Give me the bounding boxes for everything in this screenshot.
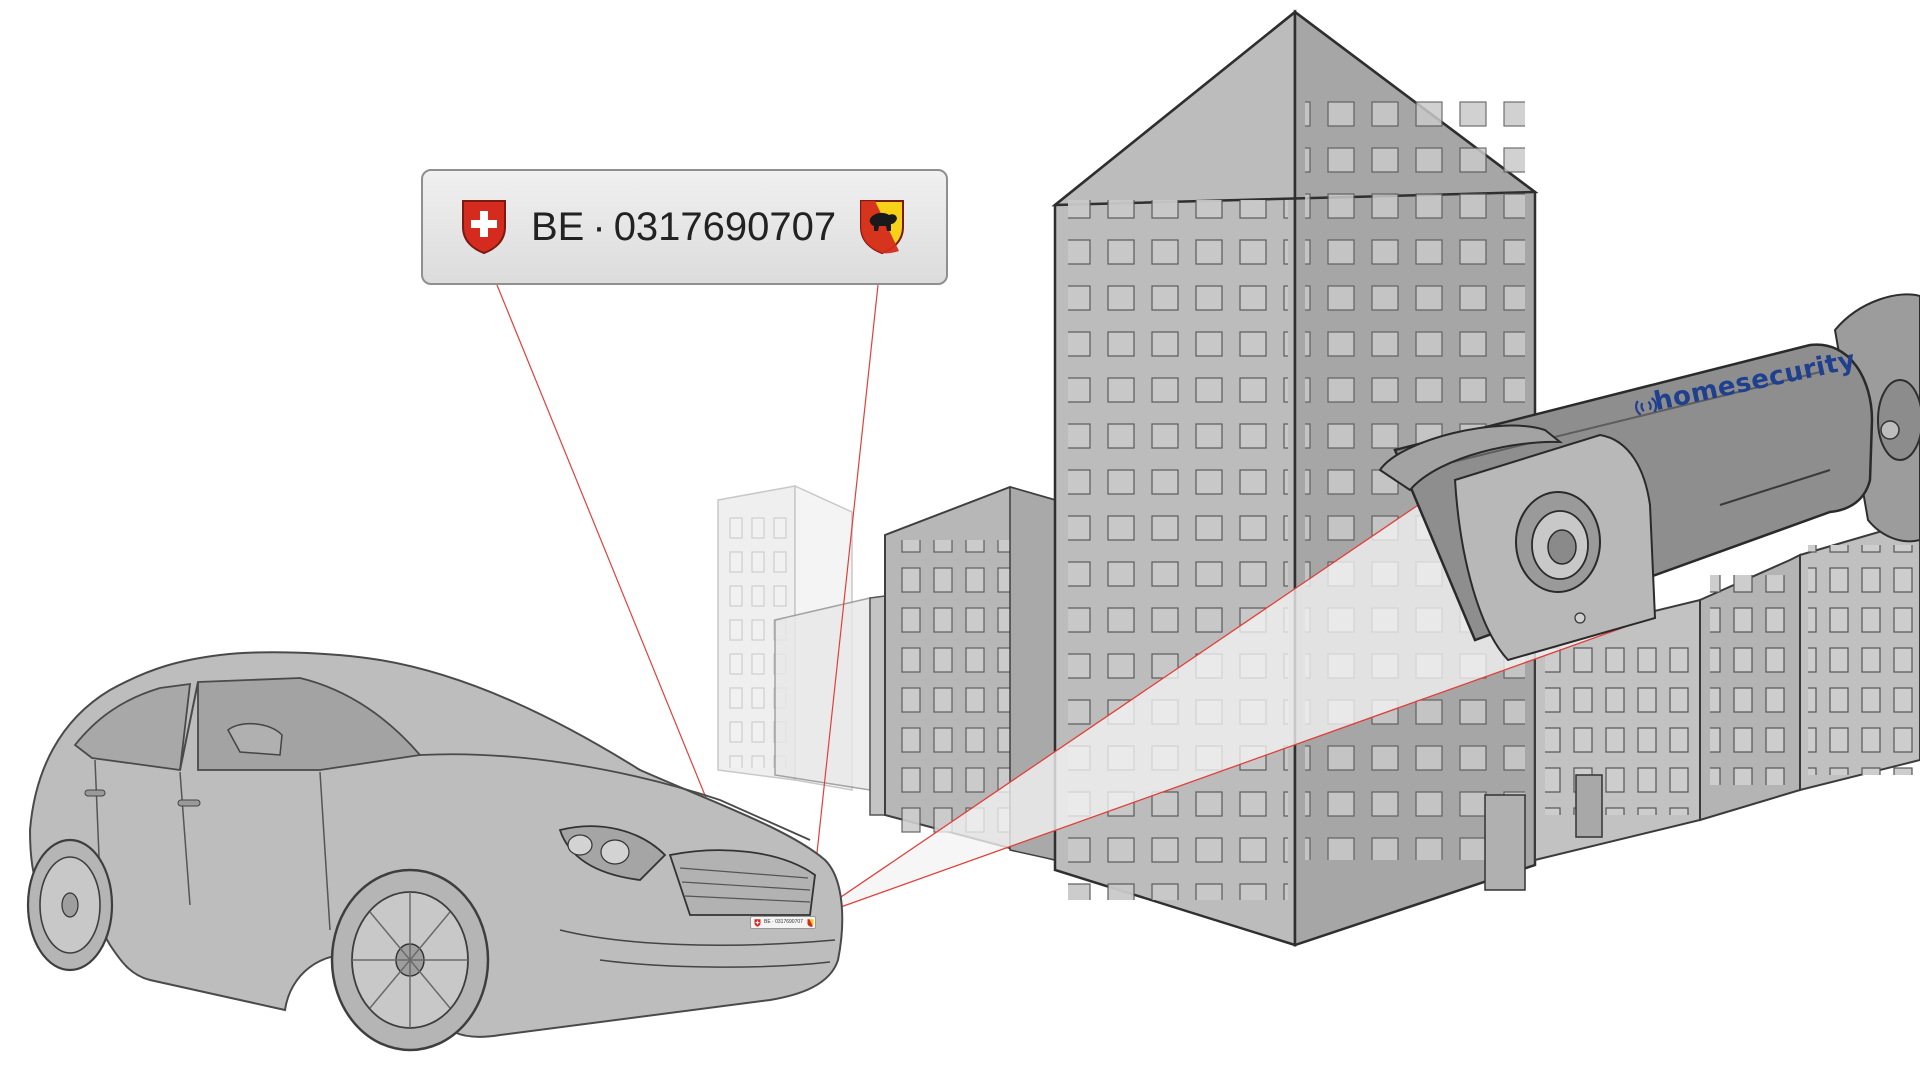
wireless-signal-icon [1635, 397, 1658, 416]
camera-brand-logo: homesecurity [1630, 345, 1858, 432]
car-rear-wheel [26, 838, 114, 972]
car-plate-text: BE · 0317690707 [764, 919, 803, 925]
plate-canton: BE [531, 205, 585, 249]
plate-number: 0317690707 [613, 205, 837, 249]
laser-line-cone-bottom [809, 617, 1651, 919]
laser-line-cone-top [809, 479, 1456, 919]
laser-line-banner-right [809, 284, 879, 919]
camera-view-cone [810, 480, 1650, 918]
car [26, 651, 844, 1052]
plate-separator: · [592, 205, 606, 249]
bern-bear-shield-icon [860, 200, 904, 255]
plate-number-text: BE·0317690707 [531, 171, 836, 283]
mini-bern-shield-icon [807, 919, 814, 927]
security-camera [1378, 293, 1920, 662]
buildings-right [1534, 518, 1920, 862]
car-license-plate: BE · 0317690707 [750, 916, 816, 929]
license-plate-banner: BE·0317690707 [421, 169, 948, 285]
mid-building-left [774, 595, 886, 816]
mini-swiss-shield-icon [754, 919, 761, 927]
swiss-cross-shield-icon [462, 200, 506, 255]
car-front-wheel [330, 868, 490, 1052]
